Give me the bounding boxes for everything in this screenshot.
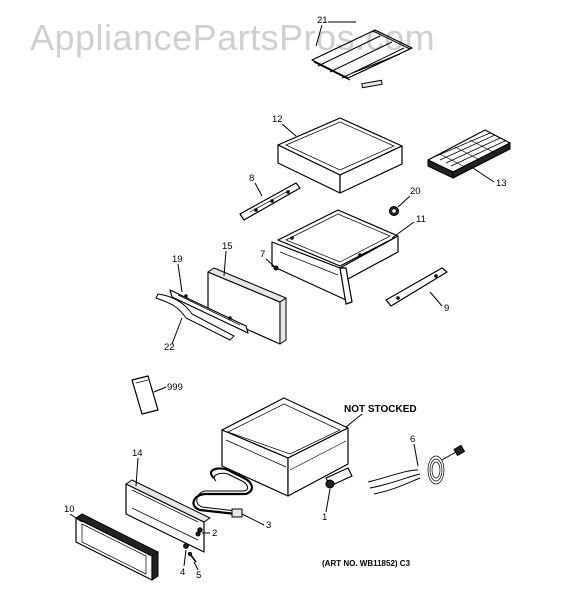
part-19-trim-strip[interactable]: [169, 289, 249, 334]
leader-1: [325, 488, 331, 513]
part-10-outer-door[interactable]: [75, 513, 159, 581]
leader-11: [391, 221, 415, 239]
leader-14: [135, 457, 139, 487]
callout-15: 15: [222, 241, 233, 252]
callout-12: 12: [272, 114, 283, 125]
not-stocked-label: NOT STOCKED: [344, 404, 417, 415]
callout-5: 5: [196, 570, 201, 581]
watermark-text: AppliancePartsPros.com: [30, 17, 435, 58]
callout-6: 6: [410, 434, 415, 445]
callout-4: 4: [180, 567, 185, 578]
callout-8: 8: [249, 173, 254, 184]
leader-4: [183, 549, 187, 567]
callout-999: 999: [167, 382, 183, 393]
leader-22: [171, 317, 183, 345]
part-12-pan[interactable]: [277, 117, 403, 194]
part-5-screw[interactable]: [187, 551, 197, 563]
callout-11: 11: [416, 214, 426, 225]
part-3-heating-element[interactable]: [192, 467, 253, 518]
part-22-gasket[interactable]: [155, 293, 235, 341]
part-4-screw[interactable]: [183, 543, 189, 549]
leader-10: [69, 513, 83, 523]
leader-8: [254, 182, 263, 197]
part-6-power-cord[interactable]: [367, 444, 466, 495]
callout-20: 20: [410, 186, 421, 197]
part-21-rack-frame[interactable]: [311, 29, 413, 89]
part-13-wire-rack[interactable]: [427, 129, 511, 179]
leader-6: [413, 443, 419, 467]
callout-19: 19: [172, 254, 183, 265]
leader-9: [429, 291, 443, 307]
callout-1: 1: [322, 512, 327, 523]
part-20-knob[interactable]: [389, 206, 399, 216]
leader-13: [469, 165, 495, 183]
leader-12: [281, 123, 297, 137]
warming-drawer-housing: [221, 397, 349, 497]
leader-999: [153, 386, 167, 393]
part-15-front-panel[interactable]: [207, 267, 287, 345]
leader-19: [177, 263, 183, 293]
part-9-side-rail[interactable]: [385, 267, 448, 307]
part-7-screw[interactable]: [273, 265, 279, 271]
part-2-clip[interactable]: [195, 531, 201, 537]
callout-14: 14: [132, 448, 143, 459]
part-999-literature[interactable]: [131, 375, 159, 415]
part-1-thermostat[interactable]: [325, 467, 353, 489]
callout-9: 9: [444, 303, 449, 314]
leader-20: [397, 195, 411, 208]
leader-21: [315, 24, 323, 47]
part-8-slide[interactable]: [239, 182, 301, 221]
part-14-door-panel[interactable]: [125, 479, 211, 553]
leader-7: [265, 258, 275, 267]
part-11-drawer-body[interactable]: [271, 209, 399, 305]
callout-22: 22: [164, 342, 175, 353]
callout-7: 7: [260, 249, 265, 260]
callout-10: 10: [64, 504, 75, 515]
art-number: (ART NO. WB11852) C3: [322, 559, 411, 568]
callout-13: 13: [496, 178, 507, 189]
leader-15: [223, 250, 227, 277]
leader-3: [241, 513, 265, 526]
callout-2: 2: [212, 528, 217, 539]
leader-5: [193, 561, 199, 571]
callout-3: 3: [266, 520, 271, 531]
callout-21: 21: [317, 15, 328, 26]
